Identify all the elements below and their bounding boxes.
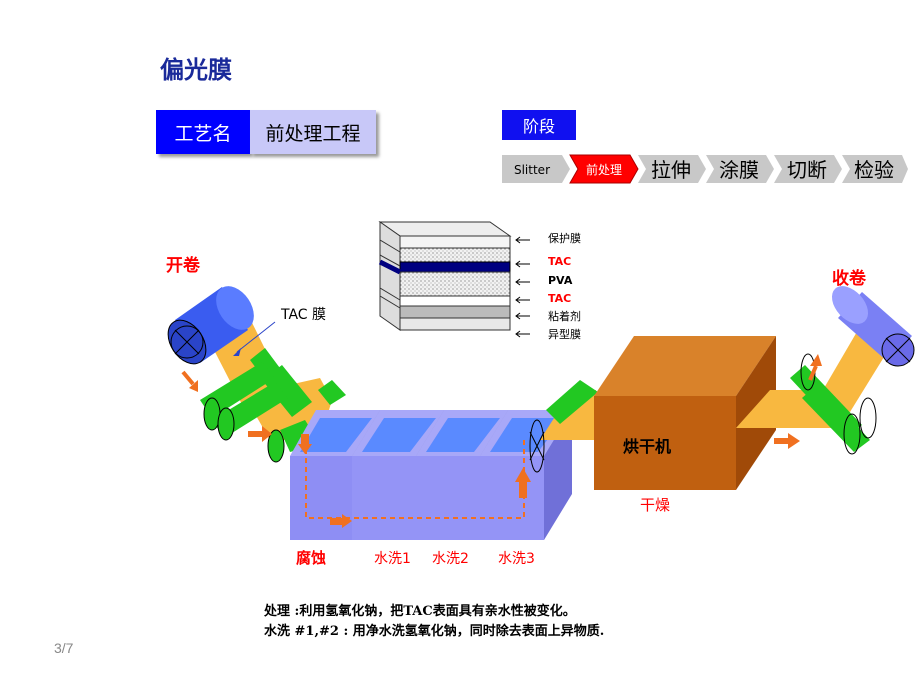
page-number: 3/7 — [54, 640, 74, 656]
layer-label: TAC — [548, 255, 571, 268]
rewind-label: 收卷 — [832, 268, 867, 289]
stage-step-stretch[interactable]: 拉伸 — [638, 155, 706, 183]
tank-label: 水洗1 — [374, 551, 411, 567]
unwind-label: 开卷 — [166, 255, 201, 276]
film-layer-cross-section: 保护膜 TAC PVA TAC 粘着剂 异型膜 — [378, 221, 581, 341]
layer-label: TAC — [548, 292, 571, 305]
layer-label: 粘着剂 — [548, 309, 581, 323]
stage-step-label: 拉伸 — [651, 158, 691, 182]
process-name-label: 工艺名 — [156, 110, 250, 154]
stage-step-label: 切断 — [787, 158, 827, 182]
tank-group: 腐蚀 水洗1 水洗2 水洗3 — [290, 410, 572, 567]
stage-step-inspect[interactable]: 检验 — [842, 155, 908, 183]
layer-label: 保护膜 — [548, 231, 581, 245]
layer-label: PVA — [548, 274, 573, 287]
tank-rinse-3[interactable] — [480, 410, 572, 540]
process-name-value: 前处理工程 — [250, 110, 376, 154]
stage-step-slitter[interactable]: Slitter — [502, 155, 570, 183]
page-title: 偏光膜 — [160, 56, 232, 84]
note-rinse: 水洗 #1,#2 : 用净水洗氢氧化钠，同时除去表面上异物质. — [264, 624, 605, 639]
tank-label: 水洗3 — [498, 551, 535, 567]
stage-label: 阶段 — [502, 110, 576, 140]
stage-steps: Slitter 前处理 拉伸 涂膜 切断 检验 — [502, 154, 908, 184]
rewind-section: 收卷 — [736, 268, 915, 455]
stage-step-label: 涂膜 — [719, 158, 759, 182]
tank-label: 腐蚀 — [296, 549, 326, 567]
layer-label: 异型膜 — [548, 327, 581, 341]
tank-label: 水洗2 — [432, 551, 469, 567]
dry-label: 干燥 — [640, 496, 670, 514]
note-treatment: 处理 :利用氢氧化钠，把TAC表面具有亲水性被变化。 — [264, 604, 576, 619]
process-diagram: 保护膜 TAC PVA TAC 粘着剂 异型膜 开卷 TAC 膜 — [166, 221, 915, 567]
stage-step-coating[interactable]: 涂膜 — [706, 155, 774, 183]
stage-step-label: 检验 — [854, 158, 894, 182]
unwind-section: 开卷 TAC 膜 — [166, 255, 346, 463]
exit-rollers — [529, 380, 598, 473]
stage-step-cut[interactable]: 切断 — [774, 155, 842, 183]
rewind-roll — [831, 286, 915, 367]
stage-step-label: Slitter — [514, 163, 550, 177]
stage-step-label: 前处理 — [586, 162, 622, 177]
dryer-label: 烘干机 — [623, 437, 671, 456]
film-label: TAC 膜 — [280, 307, 326, 323]
unwind-roll — [167, 286, 254, 365]
stage-step-pretreat[interactable]: 前处理 — [569, 154, 639, 184]
